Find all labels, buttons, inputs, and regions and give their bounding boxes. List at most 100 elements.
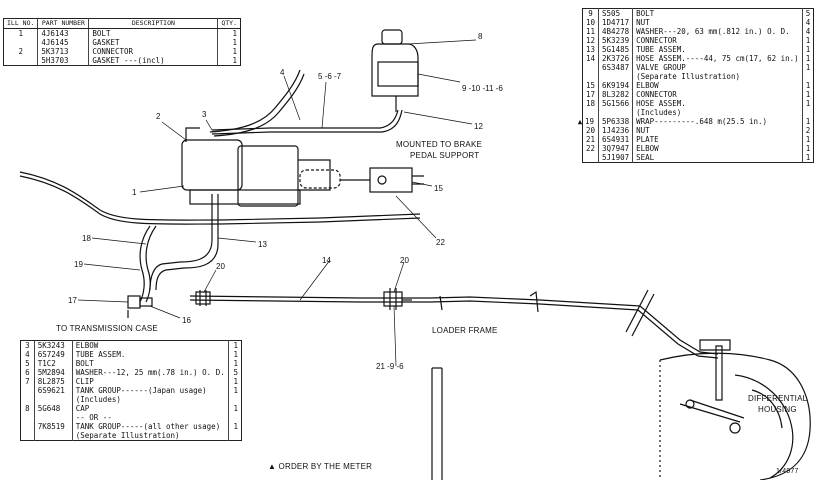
quantity (801, 108, 814, 117)
description: BOLT (636, 8, 655, 18)
description: VALVE GROUP (636, 62, 686, 72)
callout-8: 8 (478, 32, 483, 41)
quantity: 1 (801, 45, 814, 54)
description: CONNECTOR (92, 46, 134, 56)
description: NUT (636, 125, 650, 135)
quantity: 1 (801, 54, 814, 63)
header-description: DESCRIPTION (88, 18, 218, 29)
part-number: 6K9194 (598, 81, 634, 90)
quantity (227, 431, 242, 441)
quantity: 1 (217, 56, 241, 66)
ill-no: 22 (582, 144, 600, 153)
quantity: 1 (801, 144, 814, 153)
ill-no: 20 (582, 126, 600, 135)
quantity: 1 (227, 422, 242, 431)
part-number: 2K3726 (598, 54, 634, 63)
ill-no (20, 413, 35, 422)
description: (Separate Illustration) (636, 71, 740, 81)
part-number: 4J6145 (37, 38, 90, 47)
quantity: 2 (801, 126, 814, 135)
quantity: 1 (801, 153, 814, 163)
callout-20-left: 20 (216, 262, 225, 271)
description: CAP (75, 403, 90, 413)
part-number: 5J1907 (598, 153, 634, 163)
ill-no: 2 (3, 47, 39, 56)
callout-1: 1 (132, 188, 137, 197)
ill-no (20, 431, 35, 441)
quantity: 5 (227, 368, 242, 377)
part-number: 5K3713 (37, 47, 90, 56)
description: GASKET ---(incl) (92, 55, 165, 65)
quantity: 1 (801, 90, 814, 99)
table-row: -- OR -- (20, 413, 242, 422)
part-number: 5K3239 (598, 36, 634, 45)
quantity: 1 (227, 386, 242, 395)
callout-17: 17 (68, 296, 77, 305)
part-number: 5P6338 (598, 117, 634, 126)
ill-no: 12 (582, 36, 600, 45)
part-number: 5G1485 (598, 45, 634, 54)
part-number: 1J4236 (598, 126, 634, 135)
ill-no: 13 (582, 45, 600, 54)
quantity: 1 (801, 135, 814, 144)
description: WASHER---12, 25 mm(.78 in.) O. D. (75, 367, 225, 377)
parts-table-top-left: ILL NO. PART NUMBER DESCRIPTION QTY. 1 4… (3, 18, 241, 66)
quantity: 1 (801, 99, 814, 108)
part-number: 6S3487 (598, 63, 634, 72)
quantity: 1 (801, 36, 814, 45)
callout-16: 16 (182, 316, 191, 325)
table-row: (Separate Illustration) (582, 71, 814, 81)
quantity: 1 (227, 377, 242, 386)
quantity: 4 (801, 27, 814, 36)
callout-13: 13 (258, 240, 267, 249)
part-number (34, 413, 73, 422)
part-number: 3Q7947 (598, 144, 634, 153)
part-number: 1D4717 (598, 18, 634, 27)
quantity: 1 (217, 38, 241, 47)
part-number (34, 395, 73, 404)
part-number: 5H3703 (37, 56, 90, 66)
callout-18: 18 (82, 234, 91, 243)
description: (Includes) (75, 394, 121, 404)
description: BOLT (92, 28, 111, 38)
label-loader-frame: LOADER FRAME (432, 326, 498, 335)
part-number: 8L3282 (598, 90, 634, 99)
label-to-transmission-case: TO TRANSMISSION CASE (56, 324, 158, 333)
illustration-code: 1/4977 (776, 468, 799, 475)
label-housing: HOUSING (758, 405, 797, 414)
ill-no (3, 38, 39, 47)
part-number: 7K8519 (34, 422, 73, 431)
quantity (801, 72, 814, 81)
ill-no (20, 395, 35, 404)
description: ELBOW (75, 340, 99, 350)
quantity (227, 413, 242, 422)
description: TANK GROUP-----(all other usage) (75, 421, 221, 431)
differential-housing (659, 339, 811, 480)
description: HOSE ASSEM.----44, 75 cm(17, 62 in.) (636, 53, 799, 63)
label-differential: DIFFERENTIAL (748, 394, 808, 403)
description: CONNECTOR (636, 89, 677, 99)
table-row: 2 5K3713 CONNECTOR 1 (3, 46, 241, 56)
ill-no: 6 (20, 368, 35, 377)
tube-assembly-4 (209, 69, 403, 137)
quantity: 1 (801, 117, 814, 126)
quantity: 1 (801, 63, 814, 72)
quantity: 1 (801, 81, 814, 90)
fitting-20-plate (383, 288, 412, 310)
table-row: 4J6145 GASKET 1 (3, 38, 241, 47)
description: WASHER---20, 63 mm(.812 in.) O. D. (636, 26, 790, 36)
part-number: T1C2 (34, 359, 73, 368)
part-number: 4J6143 (37, 28, 90, 38)
